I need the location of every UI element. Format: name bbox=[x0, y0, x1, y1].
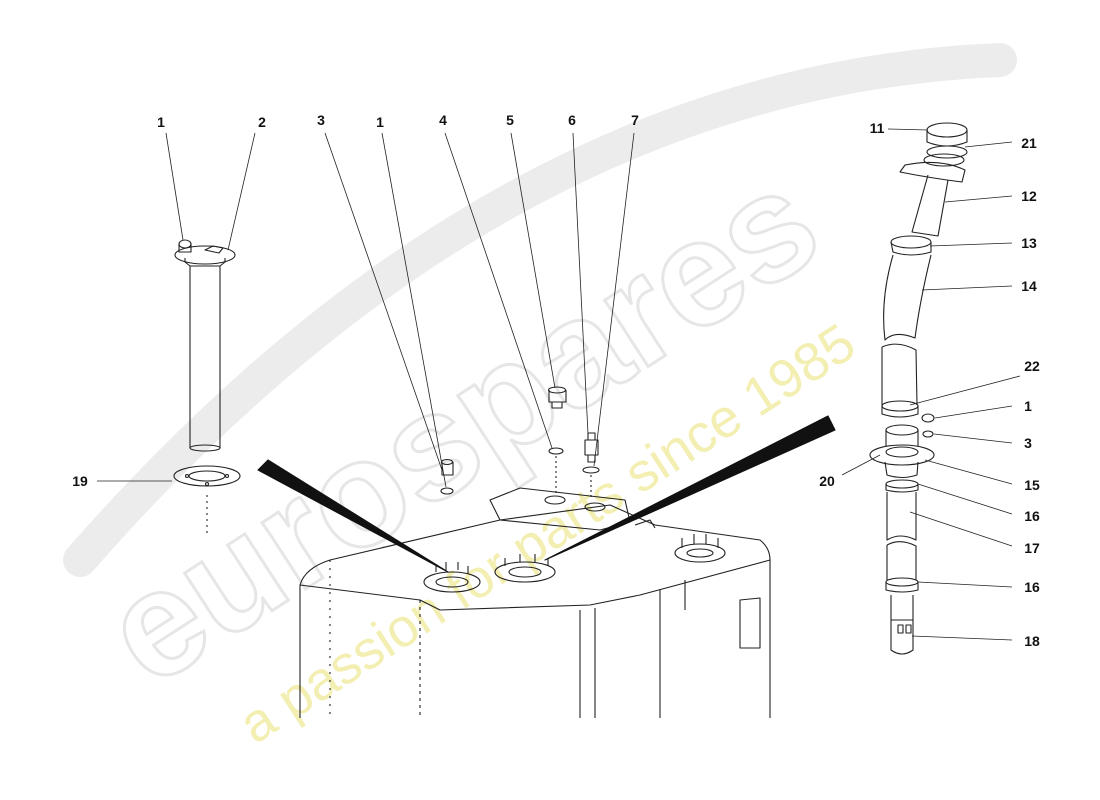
fuel-level-sender bbox=[173, 239, 241, 535]
callout-6-fitting: 6 bbox=[568, 112, 576, 128]
leader-lines bbox=[97, 128, 1021, 641]
filler-neck-assembly bbox=[869, 122, 968, 655]
callout-19-gasket: 19 bbox=[72, 473, 88, 489]
callout-5-plug: 5 bbox=[506, 112, 514, 128]
callout-16-clamp-lower: 16 bbox=[1024, 579, 1040, 595]
callout-20-gasket: 20 bbox=[819, 473, 835, 489]
callout-3-seal: 3 bbox=[317, 112, 325, 128]
callout-11-filler-cap: 11 bbox=[869, 120, 885, 136]
callout-7-seal: 7 bbox=[631, 112, 639, 128]
callout-4-washer: 4 bbox=[439, 112, 447, 128]
callout-17-hose: 17 bbox=[1024, 540, 1040, 556]
callout-13-hose-clamp: 13 bbox=[1021, 235, 1037, 251]
callout-3-seal-right: 3 bbox=[1024, 435, 1032, 451]
callout-12-filler-flange: 12 bbox=[1021, 188, 1037, 204]
callout-1-cap: 1 bbox=[157, 114, 165, 130]
fuel-tank bbox=[299, 487, 771, 718]
callout-16-clamp-upper: 16 bbox=[1024, 508, 1040, 524]
pointer-arrow-left bbox=[257, 459, 449, 573]
pointer-arrow-right bbox=[544, 415, 836, 561]
callout-1-cap-right: 1 bbox=[1024, 398, 1032, 414]
callout-15-filler-head: 15 bbox=[1024, 477, 1040, 493]
callout-1-cap-center: 1 bbox=[376, 114, 384, 130]
callout-18-pipe: 18 bbox=[1024, 633, 1040, 649]
callout-22-clamp: 22 bbox=[1024, 358, 1040, 374]
callout-2-sender-flange: 2 bbox=[258, 114, 266, 130]
callout-14-filler-hose: 14 bbox=[1021, 278, 1037, 294]
callout-21-cap-seal: 21 bbox=[1021, 135, 1037, 151]
